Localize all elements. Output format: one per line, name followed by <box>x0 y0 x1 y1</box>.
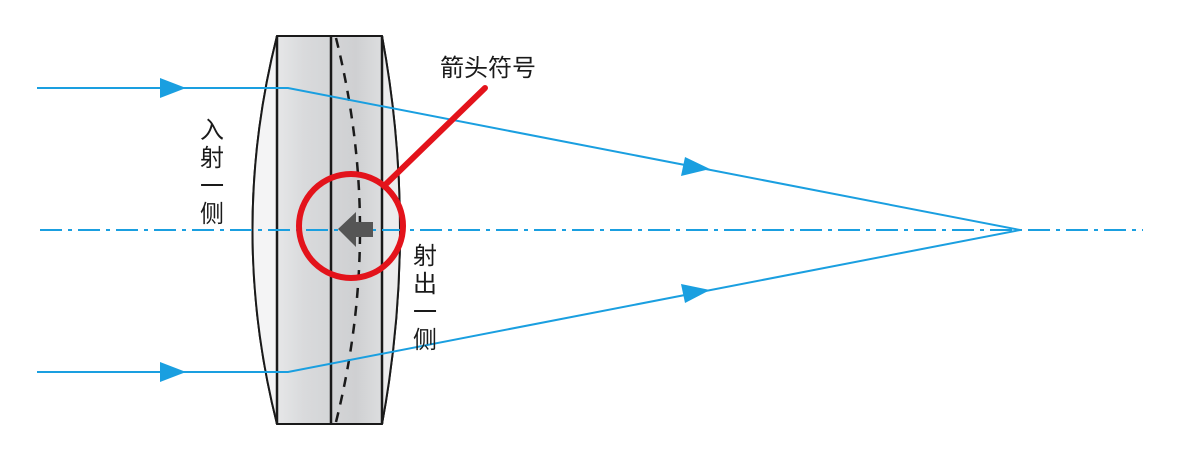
incident-side-char: 射 <box>200 144 224 172</box>
ray-arrowheads <box>160 78 710 382</box>
upper-ray <box>37 87 1021 231</box>
exit-side-char: 侧 <box>413 326 437 354</box>
incident-side-char: 侧 <box>200 200 224 228</box>
incident-side-label: 入 射 一 侧 <box>200 116 224 228</box>
triangle-arrowhead-icon <box>681 157 710 176</box>
incident-side-char: 入 <box>200 116 224 144</box>
incident-side-char: 一 <box>200 172 224 200</box>
highlight-circle <box>296 171 406 281</box>
left-arrow-icon <box>338 212 373 247</box>
triangle-arrowhead-icon <box>681 284 710 303</box>
arrow-symbol-label: 箭头符号 <box>440 54 536 82</box>
exit-side-label: 射 出 一 侧 <box>413 242 437 354</box>
triangle-arrowhead-icon <box>160 78 186 98</box>
triangle-arrowhead-icon <box>160 362 186 382</box>
callout-pointer-line <box>381 85 488 189</box>
exit-side-char: 出 <box>413 270 437 298</box>
light-rays <box>37 87 1021 373</box>
lower-ray <box>37 229 1021 373</box>
exit-side-char: 射 <box>413 242 437 270</box>
exit-side-char: 一 <box>413 298 437 326</box>
